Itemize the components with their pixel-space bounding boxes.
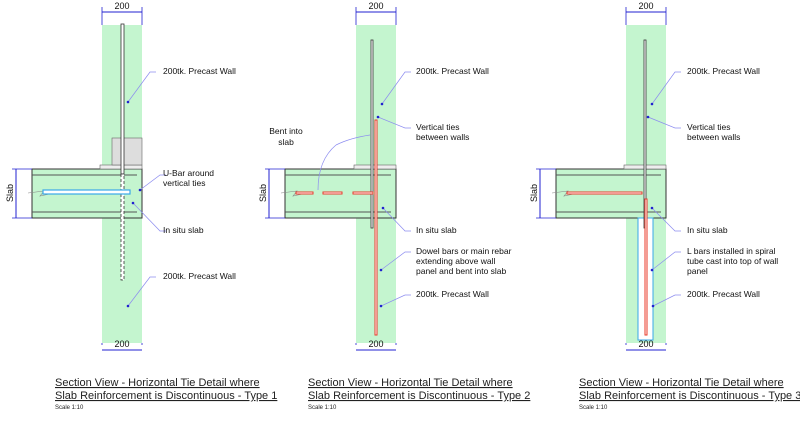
- slab-dimension-label: Slab: [529, 184, 539, 202]
- bent-bar-dashed: [352, 191, 374, 195]
- l-bar-vertical: [644, 198, 648, 336]
- annotation-label: extending above wall: [416, 256, 496, 266]
- bent-bar-dashed: [295, 191, 314, 195]
- leader-line: [647, 116, 681, 129]
- annotation-label: Vertical ties: [687, 122, 730, 132]
- detail-scale: Scale 1:10: [55, 405, 84, 411]
- vertical-tie-bar-embedded: [120, 173, 125, 281]
- leader-arrowhead: [650, 268, 654, 272]
- grout-block: [111, 137, 143, 166]
- u-bar: [42, 189, 131, 195]
- leader-arrowhead: [381, 206, 385, 210]
- leader-arrowhead: [651, 304, 655, 308]
- leader-arrowhead: [380, 102, 384, 106]
- leader-arrowhead: [646, 115, 650, 119]
- annotation-label: 200tk. Precast Wall: [163, 271, 236, 281]
- leader-arrowhead: [650, 102, 654, 106]
- l-bar-horizontal: [566, 191, 643, 195]
- detail-title-line-2: Slab Reinforcement is Discontinuous - Ty…: [579, 390, 800, 402]
- annotation-label: 200tk. Precast Wall: [416, 66, 489, 76]
- detail-title-line-1: Section View - Horizontal Tie Detail whe…: [55, 377, 260, 389]
- leader-line: [335, 134, 371, 146]
- vertical-tie-bar: [370, 39, 374, 229]
- leader-arrowhead: [126, 304, 130, 308]
- leader-line: [380, 294, 411, 307]
- dimension-200: 200: [114, 1, 129, 11]
- leader-arrowhead: [126, 100, 130, 104]
- annotation-label: Bent into: [269, 126, 303, 136]
- vertical-tie-bar: [120, 23, 125, 175]
- annotation-label: L bars installed in spiral: [687, 246, 776, 256]
- slab-dimension-label: Slab: [258, 184, 268, 202]
- detail-scale: Scale 1:10: [579, 405, 608, 411]
- leader-arrowhead: [138, 188, 142, 192]
- detail-title-line-2: Slab Reinforcement is Discontinuous - Ty…: [55, 390, 277, 402]
- leader-arrowhead: [379, 268, 383, 272]
- detail-title-line-1: Section View - Horizontal Tie Detail whe…: [579, 377, 784, 389]
- leader-line: [651, 71, 681, 105]
- annotation-label: between walls: [416, 132, 469, 142]
- annotation-label: panel: [687, 266, 708, 276]
- leader-arrowhead: [379, 304, 383, 308]
- annotation-label: U-Bar around: [163, 168, 214, 178]
- dimension-200: 200: [368, 339, 383, 349]
- annotation-label: 200tk. Precast Wall: [687, 289, 760, 299]
- slab-dimension-label: Slab: [5, 184, 15, 202]
- annotation-label: between walls: [687, 132, 740, 142]
- detail-title-line-2: Slab Reinforcement is Discontinuous - Ty…: [308, 390, 530, 402]
- annotation-label: 200tk. Precast Wall: [416, 289, 489, 299]
- leader-line: [651, 207, 681, 232]
- leader-line: [377, 116, 411, 129]
- annotation-label: In situ slab: [416, 225, 457, 235]
- annotation-label: In situ slab: [687, 225, 728, 235]
- leader-arrowhead: [376, 115, 380, 119]
- leader-line: [380, 251, 411, 271]
- detail-title-line-1: Section View - Horizontal Tie Detail whe…: [308, 377, 513, 389]
- dimension-200: 200: [114, 339, 129, 349]
- annotation-label: tube cast into top of wall: [687, 256, 778, 266]
- annotation-label: Vertical ties: [416, 122, 459, 132]
- detail-scale: Scale 1:10: [308, 405, 337, 411]
- annotation-label: Dowel bars or main rebar: [416, 246, 512, 256]
- dimension-200: 200: [368, 1, 383, 11]
- leader-line: [127, 276, 156, 307]
- annotation-label: vertical ties: [163, 178, 206, 188]
- leader-line: [139, 174, 166, 191]
- leader-line: [127, 71, 156, 103]
- annotation-label: In situ slab: [163, 225, 204, 235]
- leader-line: [382, 207, 411, 232]
- dimension-200: 200: [638, 339, 653, 349]
- bent-bar-dashed: [322, 191, 343, 195]
- annotation-label: panel and bent into slab: [416, 266, 507, 276]
- leader-line: [317, 144, 337, 191]
- annotation-label: 200tk. Precast Wall: [163, 66, 236, 76]
- leader-line: [132, 202, 166, 232]
- leader-line: [381, 71, 411, 105]
- annotation-label: 200tk. Precast Wall: [687, 66, 760, 76]
- leader-arrowhead: [131, 201, 135, 205]
- dimension-200: 200: [638, 1, 653, 11]
- leader-line: [651, 251, 681, 271]
- leader-arrowhead: [650, 206, 654, 210]
- leader-line: [652, 294, 681, 307]
- annotation-label: slab: [278, 137, 294, 147]
- dowel-bar: [374, 119, 378, 336]
